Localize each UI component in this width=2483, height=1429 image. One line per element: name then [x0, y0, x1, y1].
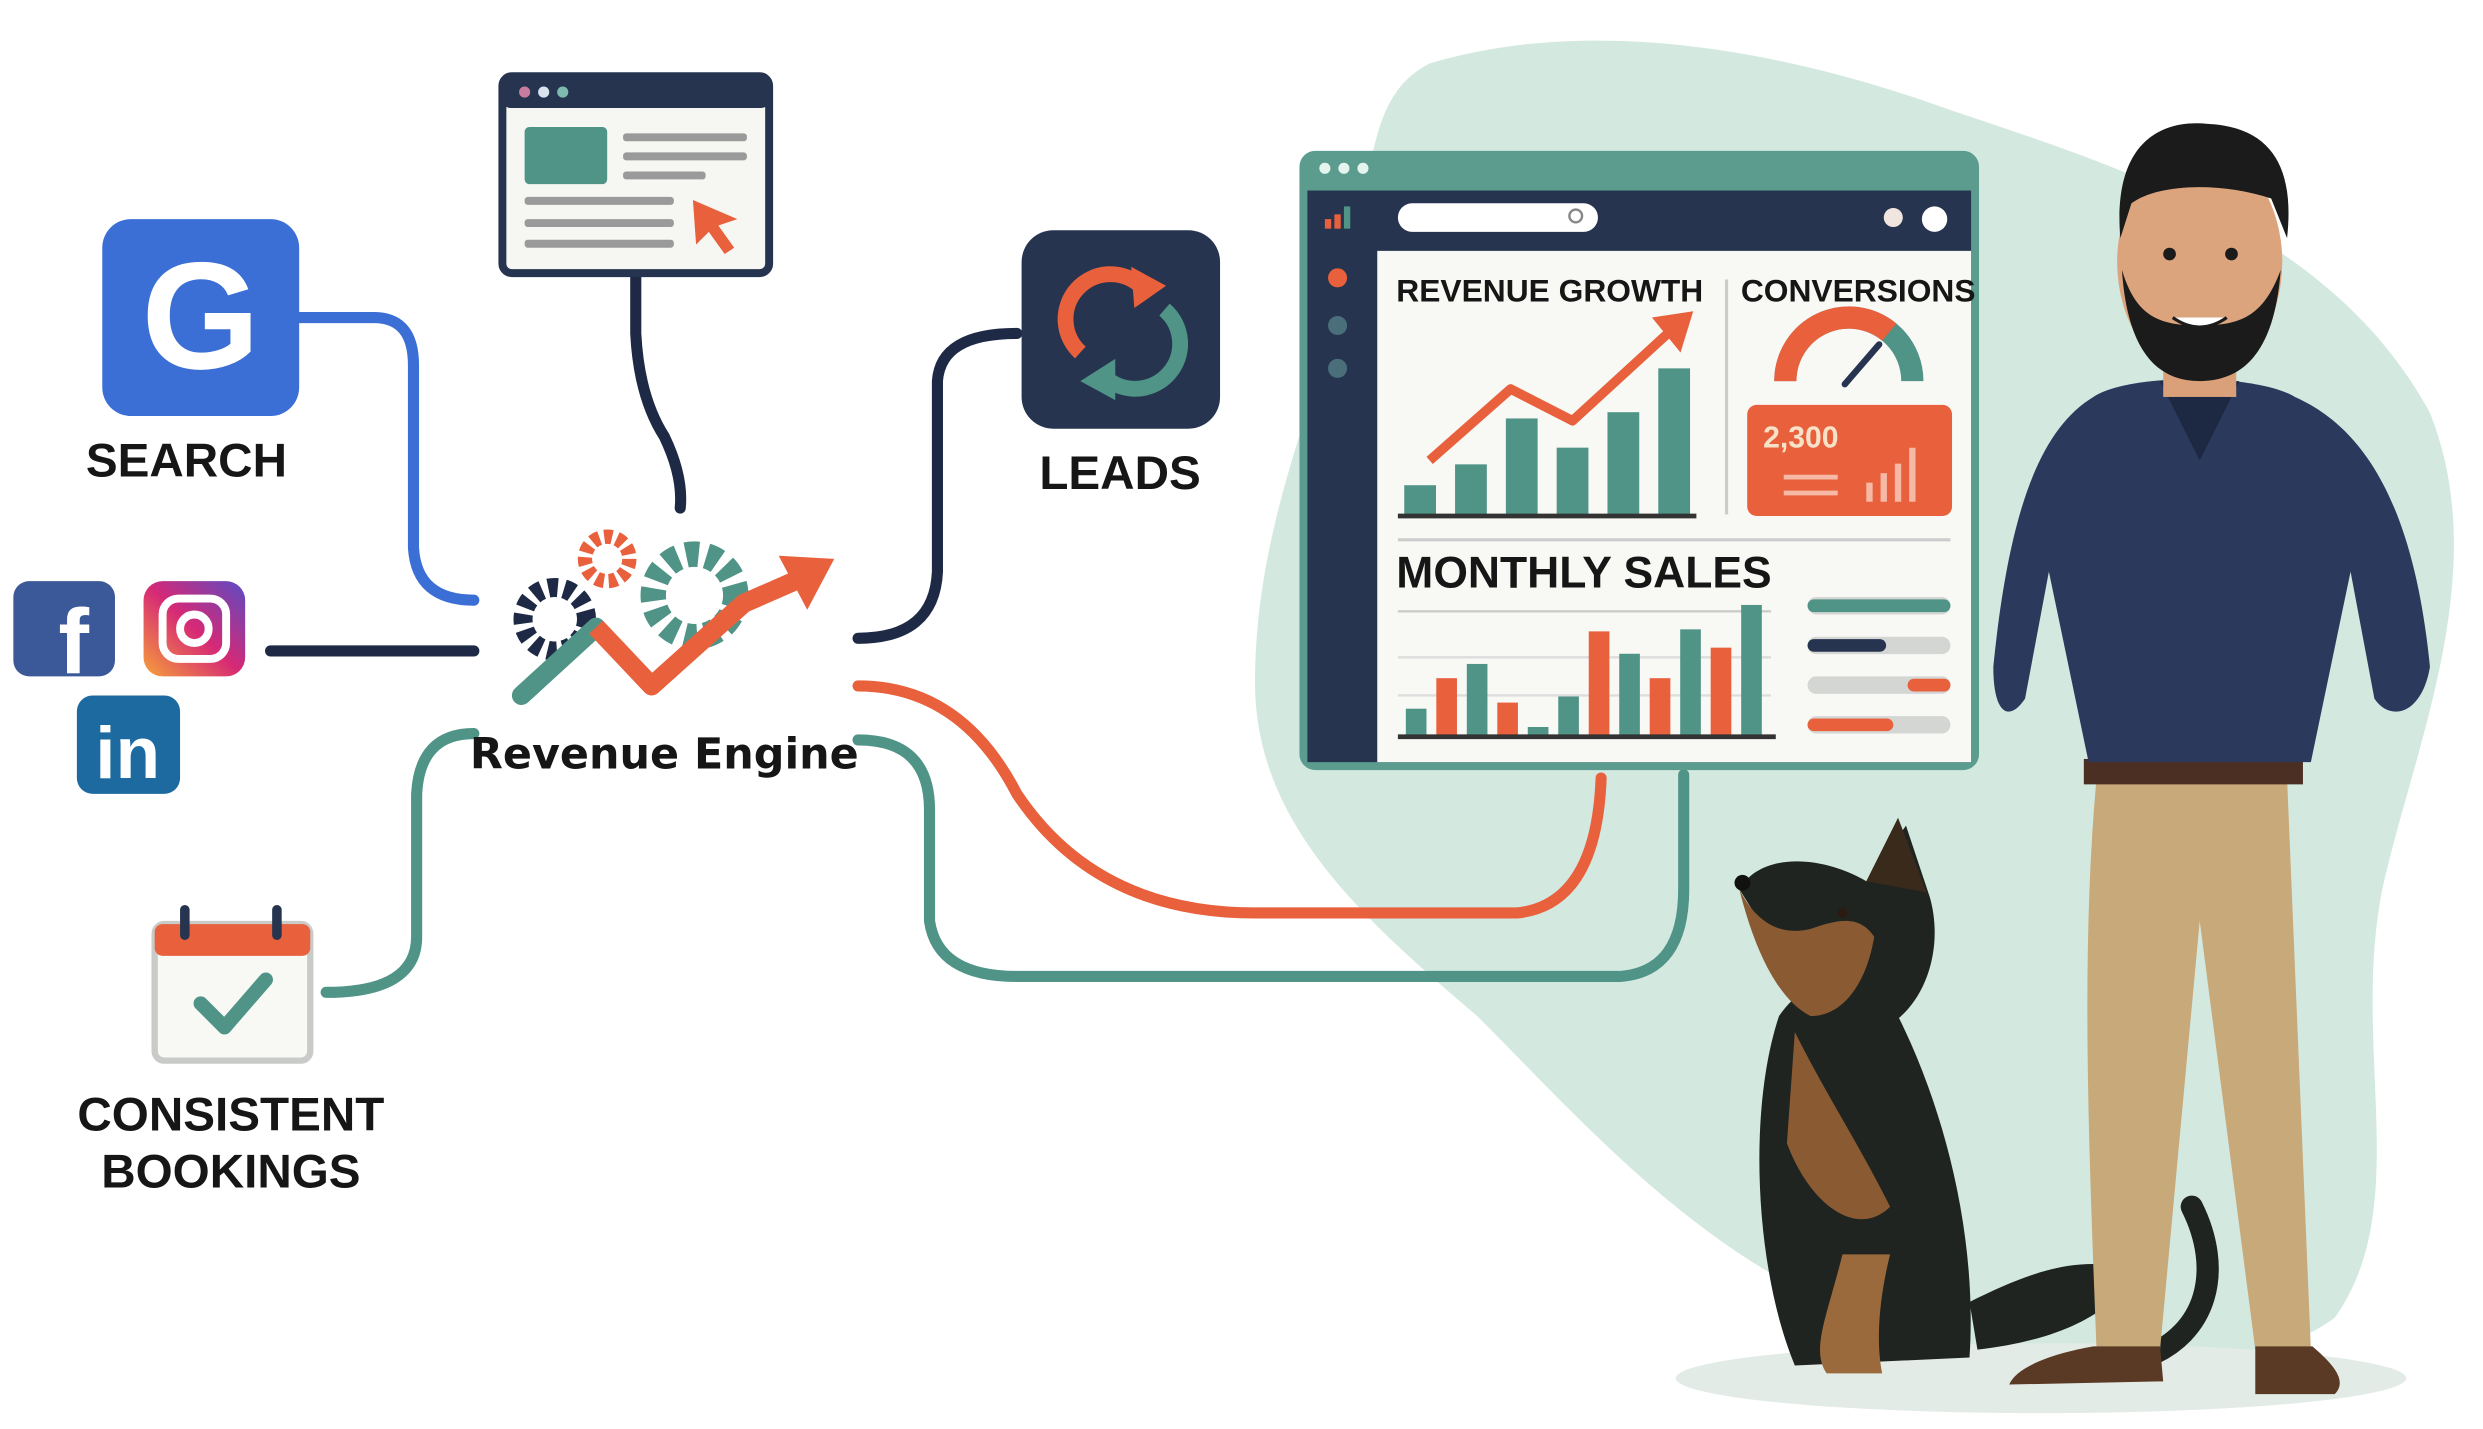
facebook-icon: [13, 581, 115, 677]
man-illustration: [1993, 123, 2430, 1395]
progress-fill: [1807, 639, 1887, 652]
notification-bell-icon[interactable]: [1883, 207, 1903, 228]
dog-illustration: [1675, 817, 2407, 1414]
leads-icon-box: [1021, 230, 1221, 429]
dashboard-connector-orange: [852, 680, 1607, 919]
search-node: G SEARCH: [86, 219, 300, 487]
conversions-value: 2,300: [1763, 422, 1838, 455]
facebook-glyph: f: [58, 590, 89, 693]
search-connector: [293, 311, 480, 606]
monthly-sales-bar: [1588, 631, 1610, 736]
cursor-icon: [692, 200, 738, 255]
revenue-growth-bar: [1455, 464, 1487, 515]
google-glyph: G: [141, 231, 260, 401]
linkedin-glyph: in: [95, 713, 160, 794]
google-icon: [102, 219, 300, 416]
monthly-sales-bar: [1558, 696, 1579, 736]
refresh-arrows-icon: [1057, 266, 1189, 397]
revenue-growth-bar: [1658, 368, 1691, 515]
website-connector: [630, 270, 687, 514]
monthly-sales-bar: [1527, 727, 1549, 736]
monthly-sales-bar: [1619, 653, 1640, 736]
monthly-sales-bar: [1710, 647, 1732, 736]
bookings-label-line2: BOOKINGS: [101, 1146, 360, 1199]
monthly-sales-title: MONTHLY SALES: [1396, 548, 1771, 597]
website-node: [498, 72, 774, 278]
monthly-sales-bar: [1680, 629, 1701, 736]
leads-connector: [852, 327, 1023, 644]
linkedin-icon: [76, 695, 181, 794]
revenue-growth-bar: [1607, 412, 1640, 515]
conversions-title: CONVERSIONS: [1741, 273, 1976, 309]
monthly-sales-chart: [1405, 604, 1762, 736]
monthly-sales-bar: [1466, 663, 1488, 736]
avatar[interactable]: [1921, 206, 1948, 232]
revenue-growth-trend-line: [1426, 329, 1672, 465]
conversions-gauge: [1774, 306, 1924, 388]
dashboard-search-input[interactable]: [1397, 203, 1598, 232]
search-icon: [1568, 208, 1584, 224]
revenue-growth-title: REVENUE GROWTH: [1396, 273, 1703, 309]
bookings-node: CONSISTENT BOOKINGS: [77, 905, 384, 1199]
monthly-sales-bar: [1405, 708, 1427, 736]
revenue-growth-arrowhead: [1651, 311, 1694, 353]
gears-growth-arrow-icon: [511, 529, 835, 705]
social-node: f in: [13, 581, 246, 794]
monthly-sales-bar: [1436, 678, 1457, 736]
revenue-growth-bar: [1404, 485, 1437, 515]
instagram-glyph-lens: [176, 610, 213, 648]
revenue-growth-chart: [1404, 368, 1691, 515]
progress-fill: [1807, 599, 1951, 613]
progress-fill: [1807, 718, 1894, 732]
sidebar-item-1[interactable]: [1328, 268, 1348, 288]
bookings-connector: [320, 727, 480, 998]
leads-label: LEADS: [1039, 447, 1200, 500]
revenue-growth-bar: [1505, 418, 1538, 515]
dashboard-window: REVENUE GROWTH CONVERSIONS 2,300 MONTHLY…: [1299, 150, 1980, 771]
engine-node: Revenue Engine: [470, 529, 859, 779]
sidebar-chart-icon: [1324, 206, 1351, 229]
monthly-sales-bar: [1741, 604, 1762, 736]
bookings-label-line1: CONSISTENT: [77, 1088, 384, 1141]
leads-node: LEADS: [1021, 230, 1221, 500]
sidebar-item-2[interactable]: [1328, 315, 1348, 336]
sidebar-item-3[interactable]: [1328, 358, 1348, 378]
connectors: [265, 270, 1690, 998]
engine-label: Revenue Engine: [470, 729, 859, 779]
progress-bars: [1807, 597, 1951, 734]
dashboard-connector-teal: [852, 734, 1690, 983]
monthly-sales-bar: [1649, 678, 1671, 736]
instagram-glyph-frame: [158, 594, 231, 663]
monthly-sales-bar: [1497, 702, 1518, 736]
progress-fill: [1907, 678, 1951, 692]
revenue-growth-bar: [1556, 447, 1589, 515]
search-label: SEARCH: [86, 434, 287, 487]
